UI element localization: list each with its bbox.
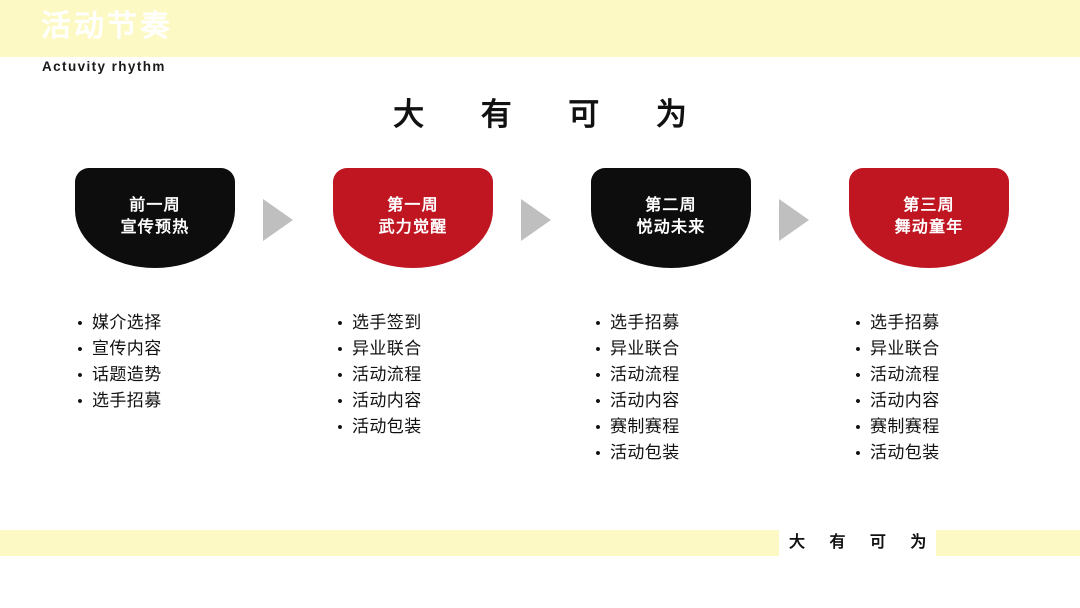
list-item-label: 活动流程 (870, 365, 940, 384)
list-item-label: 活动包装 (352, 417, 422, 436)
list-item-label: 活动流程 (352, 365, 422, 384)
list-item: • 宣传内容 (68, 336, 258, 362)
list-item: • 话题造势 (68, 362, 258, 388)
list-item-label: 选手签到 (352, 313, 422, 332)
stage-badge-2-theme: 武力觉醒 (378, 219, 448, 236)
stage-badge-1-week: 前一周 (129, 197, 181, 214)
bullet-dot-icon: • (855, 367, 861, 384)
list-item: • 活动流程 (328, 362, 518, 388)
list-item: • 活动内容 (846, 388, 1036, 414)
list-item-label: 活动包装 (870, 443, 940, 462)
list-item: • 活动包装 (586, 440, 776, 466)
bullet-dot-icon: • (337, 419, 343, 436)
bullet-dot-icon: • (855, 445, 861, 462)
list-item: • 赛制赛程 (846, 414, 1036, 440)
list-item: • 活动内容 (328, 388, 518, 414)
list-item: • 活动内容 (586, 388, 776, 414)
list-item: • 选手签到 (328, 310, 518, 336)
bullet-dot-icon: • (77, 341, 83, 358)
footer-slogan: 大 有 可 为 (789, 534, 937, 551)
list-item: • 活动包装 (846, 440, 1036, 466)
list-item: • 活动流程 (586, 362, 776, 388)
page-title: 活动节奏 (41, 10, 173, 43)
bullet-dot-icon: • (595, 367, 601, 384)
page-subtitle-english: Actuvity rhythm (42, 59, 166, 74)
list-item-label: 选手招募 (92, 391, 162, 410)
bullet-dot-icon: • (595, 445, 601, 462)
arrow-right-icon-2 (521, 199, 551, 241)
footer-label-cutout (779, 524, 936, 562)
bullet-column-2: • 选手签到 • 异业联合 • 活动流程 • 活动内容 • 活动包装 (328, 310, 518, 440)
list-item: • 异业联合 (328, 336, 518, 362)
list-item-label: 选手招募 (870, 313, 940, 332)
list-item: • 媒介选择 (68, 310, 258, 336)
bullet-dot-icon: • (77, 367, 83, 384)
bullet-column-4: • 选手招募 • 异业联合 • 活动流程 • 活动内容 • 赛制赛程 • 活动包装 (846, 310, 1036, 466)
list-item: • 选手招募 (846, 310, 1036, 336)
list-item-label: 活动内容 (352, 391, 422, 410)
bullet-dot-icon: • (337, 341, 343, 358)
list-item: • 异业联合 (846, 336, 1036, 362)
bullet-column-1: • 媒介选择 • 宣传内容 • 话题造势 • 选手招募 (68, 310, 258, 414)
bullet-dot-icon: • (337, 393, 343, 410)
bullet-dot-icon: • (595, 419, 601, 436)
list-item-label: 媒介选择 (92, 313, 162, 332)
stage-badge-2-week: 第一周 (387, 197, 439, 214)
top-banner (0, 0, 1080, 57)
list-item-label: 话题造势 (92, 365, 162, 384)
stage-badge-2: 第一周 武力觉醒 (333, 168, 493, 268)
bullet-dot-icon: • (855, 315, 861, 332)
bullet-column-3: • 选手招募 • 异业联合 • 活动流程 • 活动内容 • 赛制赛程 • 活动包装 (586, 310, 776, 466)
bullet-dot-icon: • (855, 419, 861, 436)
list-item-label: 选手招募 (610, 313, 680, 332)
main-heading: 大 有 可 为 (393, 97, 711, 132)
list-item-label: 异业联合 (870, 339, 940, 358)
list-item: • 活动流程 (846, 362, 1036, 388)
stage-badge-4: 第三周 舞动童年 (849, 168, 1009, 268)
list-item-label: 宣传内容 (92, 339, 162, 358)
list-item-label: 异业联合 (352, 339, 422, 358)
stage-badge-4-theme: 舞动童年 (894, 219, 964, 236)
list-item-label: 活动内容 (610, 391, 680, 410)
list-item: • 活动包装 (328, 414, 518, 440)
list-item: • 选手招募 (68, 388, 258, 414)
stage-badge-3: 第二周 悦动未来 (591, 168, 751, 268)
bullet-dot-icon: • (855, 341, 861, 358)
stage-timeline: 前一周 宣传预热 第一周 武力觉醒 第二周 悦动未来 第三周 舞动童年 (0, 168, 1080, 278)
list-item-label: 赛制赛程 (610, 417, 680, 436)
stage-badge-1: 前一周 宣传预热 (75, 168, 235, 268)
bullet-dot-icon: • (595, 315, 601, 332)
list-item: • 异业联合 (586, 336, 776, 362)
bullet-dot-icon: • (337, 367, 343, 384)
list-item-label: 赛制赛程 (870, 417, 940, 436)
stage-badge-3-theme: 悦动未来 (636, 219, 706, 236)
arrow-right-icon-3 (779, 199, 809, 241)
list-item-label: 活动包装 (610, 443, 680, 462)
list-item-label: 异业联合 (610, 339, 680, 358)
bullet-dot-icon: • (77, 393, 83, 410)
arrow-right-icon-1 (263, 199, 293, 241)
stage-badge-4-week: 第三周 (903, 197, 955, 214)
bullet-dot-icon: • (595, 341, 601, 358)
stage-badge-1-theme: 宣传预热 (120, 219, 190, 236)
stage-badge-3-week: 第二周 (645, 197, 697, 214)
bullet-dot-icon: • (337, 315, 343, 332)
bullet-dot-icon: • (77, 315, 83, 332)
list-item-label: 活动内容 (870, 391, 940, 410)
bullet-dot-icon: • (595, 393, 601, 410)
bullet-dot-icon: • (855, 393, 861, 410)
list-item: • 赛制赛程 (586, 414, 776, 440)
list-item-label: 活动流程 (610, 365, 680, 384)
list-item: • 选手招募 (586, 310, 776, 336)
